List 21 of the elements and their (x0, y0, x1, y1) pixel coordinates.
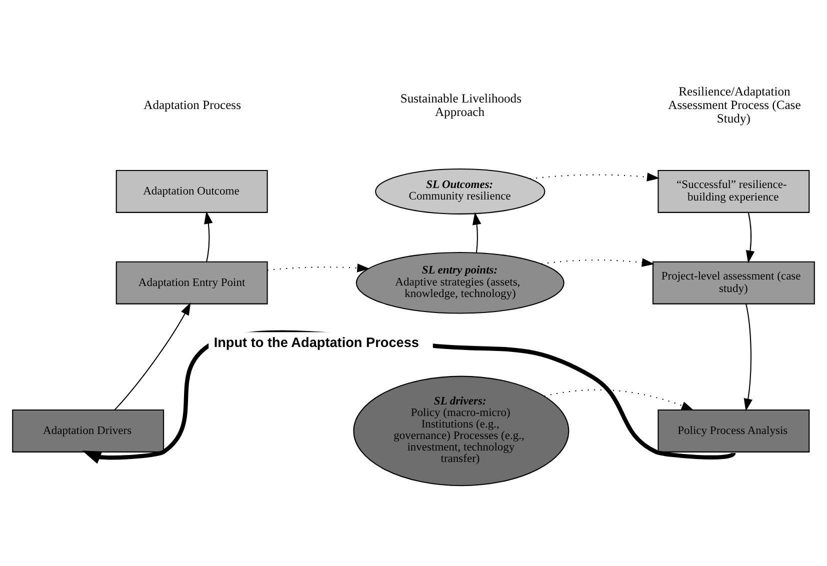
node-box: Adaptation Entry Point (116, 260, 268, 304)
arrow (267, 263, 370, 272)
arrow (472, 212, 482, 252)
arrow (114, 302, 191, 410)
arrow (544, 388, 694, 410)
node-box: “Successful” resilience-building experience (658, 169, 810, 212)
label: Resilience/Adaptation Assessment Process (Case Study) (668, 84, 801, 126)
node-box: Policy Process Analysis (658, 408, 810, 452)
arrow (541, 258, 654, 266)
label: Sustainable Livelihoods Approach (400, 90, 522, 118)
arrow (204, 210, 213, 262)
node-ellipse: SL Outcomes: Community resilience (375, 168, 546, 214)
edge-label: Input to the Adaptation Process (214, 334, 420, 350)
label: Adaptation Process (144, 98, 241, 112)
node-box: Adaptation Drivers (12, 408, 164, 452)
node-box: Project-level assessment (case study) (652, 260, 815, 304)
node-ellipse: SL drivers: Policy (macro-micro) Institutions (e.g., governance) Processes (e.g., investment, technology transfer) (353, 375, 570, 486)
node-box: Adaptation Outcome (116, 169, 268, 212)
arrow (530, 172, 660, 181)
arrow (746, 212, 755, 263)
arrow (744, 303, 752, 411)
